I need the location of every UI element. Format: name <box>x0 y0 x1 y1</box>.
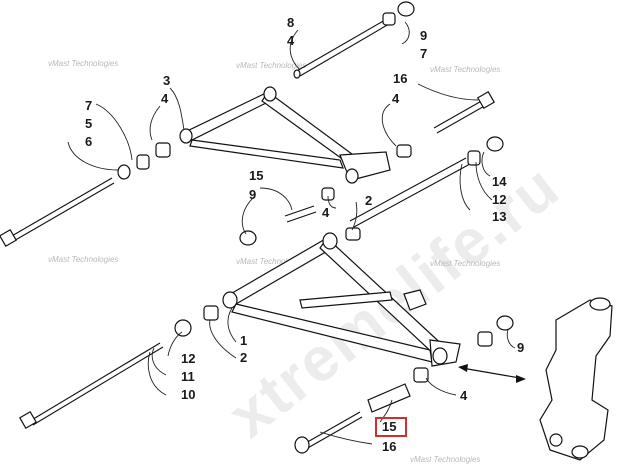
callout-4: 4 <box>460 388 468 403</box>
bushing <box>477 331 493 347</box>
bushing <box>155 142 171 158</box>
lock-nut <box>239 230 257 246</box>
watermark-label: vMast Technologies <box>48 255 118 264</box>
callout-2: 2 <box>365 193 372 208</box>
callout-16: 16 <box>382 439 396 454</box>
callout-3: 3 <box>163 73 170 88</box>
lock-nut <box>397 1 415 17</box>
bushing <box>203 305 219 321</box>
bushing <box>396 144 412 158</box>
callout-16: 16 <box>393 71 407 86</box>
spacer-15-lower <box>367 383 411 413</box>
callout-4: 4 <box>392 91 400 106</box>
callout-9: 9 <box>249 187 256 202</box>
watermark-label: vMast Technologies <box>236 257 306 266</box>
callout-9: 9 <box>420 28 427 43</box>
callout-1: 1 <box>240 333 247 348</box>
upper-pivot-bolt <box>293 19 390 79</box>
callout-9: 9 <box>517 340 524 355</box>
washer <box>117 164 131 180</box>
callout-15: 15 <box>249 168 263 183</box>
callout-11: 11 <box>181 369 195 384</box>
selected-part-highlight[interactable] <box>375 417 407 437</box>
watermark-label: vMast Technologies <box>236 61 306 70</box>
bushing <box>413 367 429 383</box>
bushing <box>345 227 361 241</box>
lower-bolt <box>294 411 363 454</box>
lock-nut <box>496 315 514 331</box>
callout-14: 14 <box>492 174 507 189</box>
upper-right-bolt <box>433 90 496 134</box>
lower-arm-long-bolt <box>18 342 164 430</box>
callout-6: 6 <box>85 134 92 149</box>
long-shaft <box>349 157 471 228</box>
callout-4: 4 <box>161 91 169 106</box>
callout-13: 13 <box>492 209 506 224</box>
bushing <box>136 154 150 170</box>
washer <box>467 150 481 166</box>
callout-8: 8 <box>287 15 294 30</box>
watermark-label: vMast Technologies <box>48 59 118 68</box>
callout-4: 4 <box>287 33 295 48</box>
bushing <box>382 12 396 26</box>
washer <box>174 319 192 337</box>
watermark-label: vMast Technologies <box>410 455 480 464</box>
spacer-15-upper <box>284 205 317 223</box>
leader-lines <box>67 21 516 445</box>
callout-12: 12 <box>492 192 506 207</box>
lower-a-arm <box>222 232 461 367</box>
callout-7: 7 <box>420 46 427 61</box>
steering-knuckle <box>539 297 613 461</box>
callout-4: 4 <box>322 205 330 220</box>
callout-7: 7 <box>85 98 92 113</box>
callout-12: 12 <box>181 351 195 366</box>
callout-2: 2 <box>240 350 247 365</box>
callout-15: 15 <box>382 419 396 434</box>
callout-5: 5 <box>85 116 92 131</box>
callout-10: 10 <box>181 387 195 402</box>
upper-a-arm <box>179 86 391 184</box>
watermark-label: vMast Technologies <box>430 259 500 268</box>
callout-labels: 8 4 9 7 3 4 16 4 7 5 6 15 9 4 2 14 12 13… <box>85 15 524 454</box>
watermark-label: vMast Technologies <box>430 65 500 74</box>
lock-nut <box>486 136 504 152</box>
assembly-arrow <box>458 364 526 383</box>
upper-arm-long-bolt <box>0 177 115 248</box>
